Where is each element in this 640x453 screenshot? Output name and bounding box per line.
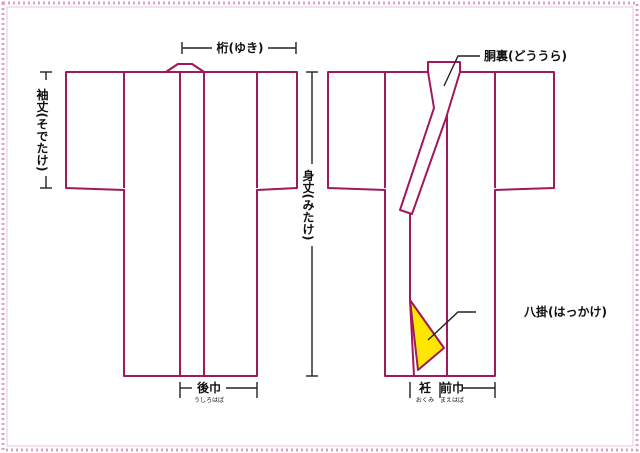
mae-haba-ruby: まえはば [440, 396, 464, 404]
mitake-label: 身丈(みたけ) [301, 168, 315, 240]
ushiro-haba-ruby: うしろはば [194, 396, 224, 404]
okumi-label: 衽 [418, 380, 431, 395]
hakkake-lining [409, 299, 445, 371]
collar-band [399, 61, 461, 215]
ushiro-haba-label: 後巾 [197, 380, 221, 395]
yuki-label: 桁(ゆき) [217, 40, 264, 55]
dou-ura-callout [443, 55, 480, 87]
front-labels: 身丈(みたけ) 胴裏(どううら) 八掛(はっかけ) 衽 おくみ 前巾 まえはば [301, 48, 607, 404]
front-dimension-lines [306, 55, 496, 398]
hakkake-label: 八掛(はっかけ) [523, 304, 607, 319]
back-dimension-lines [40, 42, 297, 398]
back-body-outline [65, 63, 298, 377]
back-collar [165, 63, 205, 73]
mae-haba-label: 前巾 [440, 380, 464, 395]
front-collar [399, 61, 461, 215]
hakkake-callout [427, 311, 476, 341]
back-labels: 桁(ゆき) 袖丈(そでたけ) 後巾 うしろはば [35, 40, 263, 404]
okumi-ruby: おくみ [416, 397, 434, 404]
kimono-front-view [327, 71, 555, 377]
kimono-back-view [65, 63, 298, 377]
dou-ura-label: 胴裏(どううら) [484, 48, 567, 63]
sodetake-label: 袖丈(そでたけ) [35, 87, 49, 171]
